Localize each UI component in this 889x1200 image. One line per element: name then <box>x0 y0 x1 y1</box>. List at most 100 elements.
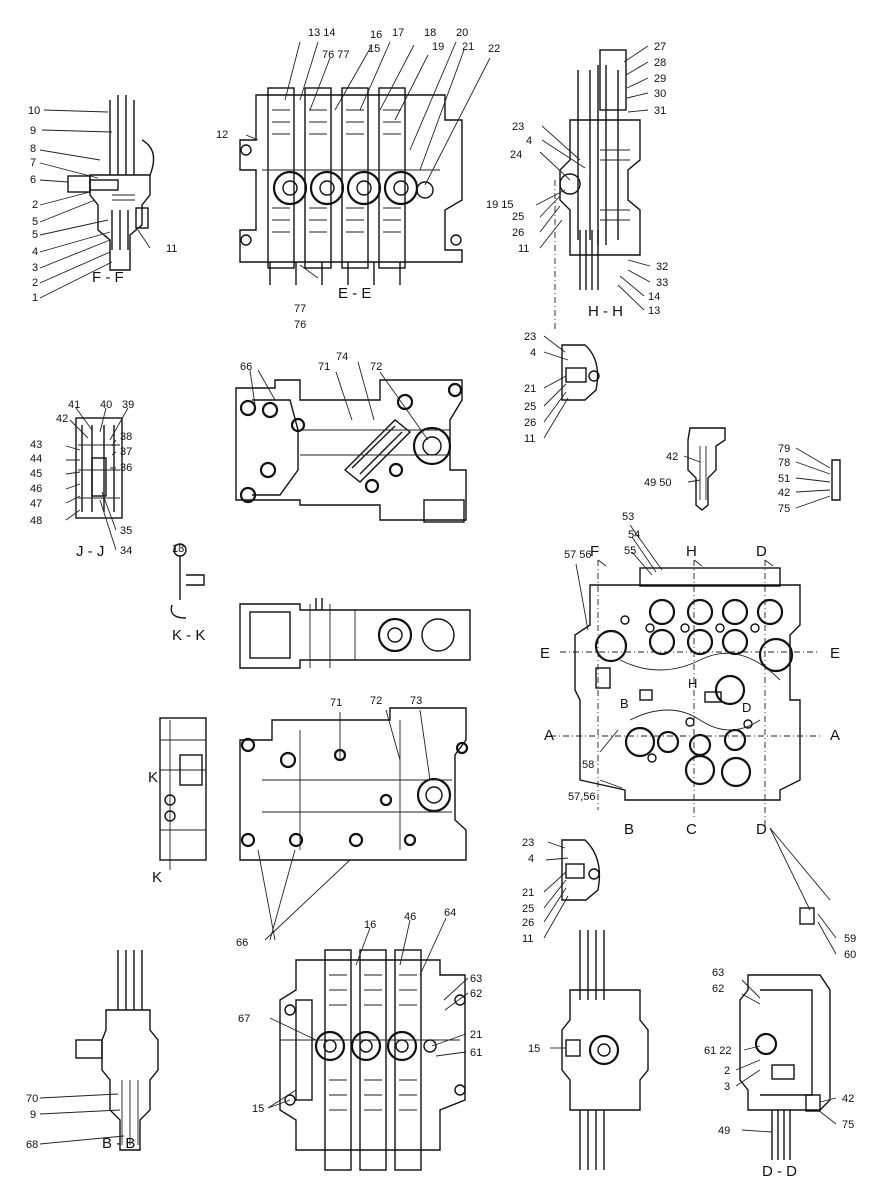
small-detail-view <box>683 427 726 511</box>
section-jj-view <box>75 417 123 519</box>
ee-callout: 76 77 <box>322 49 350 61</box>
view-mark-k-bottom: K <box>152 869 162 886</box>
mid-lower-callout: 25 <box>522 903 534 915</box>
ff-callout: 10 <box>28 105 40 117</box>
hh-callout: 11 <box>518 243 529 255</box>
section-kk-view <box>170 543 205 619</box>
jj-callout: 34 <box>120 545 132 557</box>
hh-callout: 14 <box>648 291 660 303</box>
ff-callout: 5 <box>32 229 38 241</box>
small-detail-callout: 42 <box>666 451 678 463</box>
hh-callout: 4 <box>526 135 532 147</box>
section-dd-title: D - D <box>762 1163 797 1180</box>
view-mark-b-inner: B <box>620 696 629 711</box>
hh-callout: 32 <box>656 261 668 273</box>
jj-leaders <box>65 407 129 551</box>
bb-callout: 70 <box>26 1093 38 1105</box>
view-mark-d-bottom: D <box>756 821 767 838</box>
hh-sub-callout: 23 <box>524 331 536 343</box>
bottom-right-mid-callout: 15 <box>528 1043 540 1055</box>
ff-callout: 4 <box>32 246 38 258</box>
main-view-callout: 58 <box>582 759 594 771</box>
ff-callout: 2 <box>32 277 38 289</box>
right-detail-callout: 51 <box>778 473 790 485</box>
section-hh-title: H - H <box>588 303 623 320</box>
ee-callout: 19 <box>432 41 444 53</box>
jj-callout: 39 <box>122 399 134 411</box>
ee-leaders <box>245 41 491 279</box>
dd-callout: 3 <box>724 1081 730 1093</box>
upper-plate-view <box>235 379 467 523</box>
main-view-callout: 57,56 <box>568 791 596 803</box>
mid-lower-callout: 26 <box>522 917 534 929</box>
dd-callout: 61 22 <box>704 1045 732 1057</box>
hh-callout: 33 <box>656 277 668 289</box>
view-mark-e-right: E <box>830 645 840 662</box>
jj-callout: 45 <box>30 468 42 480</box>
section-ff-view <box>67 95 155 271</box>
view-mark-h: H <box>686 543 697 560</box>
ee-callout: 18 <box>424 27 436 39</box>
upper-plate-leaders <box>249 361 429 441</box>
hh-callout: 23 <box>512 121 524 133</box>
ff-callout: 7 <box>30 157 36 169</box>
hh-sub-callout: 26 <box>524 417 536 429</box>
jj-callout: 41 <box>68 399 80 411</box>
hh-callout: 25 <box>512 211 524 223</box>
jj-callout: 37 <box>120 446 132 458</box>
hh-sub-callout: 21 <box>524 383 536 395</box>
bottom-center-assembly <box>279 949 466 1171</box>
dd-callout: 49 <box>718 1125 730 1137</box>
hh-callout: 27 <box>654 41 666 53</box>
upper-plate-callout: 74 <box>336 351 348 363</box>
ff-leaders <box>39 109 151 299</box>
kk-callout: 18 <box>172 543 184 555</box>
section-dd-view <box>735 827 837 1160</box>
mid-lower-callout: 21 <box>522 887 534 899</box>
ff-callout: 11 <box>166 243 177 255</box>
bottom-center-callout: 16 <box>364 919 376 931</box>
ee-callout: 76 <box>294 319 306 331</box>
dd-callout: 2 <box>724 1065 730 1077</box>
view-mark-a-right: A <box>830 727 840 744</box>
hh-callout: 30 <box>654 88 666 100</box>
ff-callout: 6 <box>30 174 36 186</box>
mid-lower-callout: 11 <box>522 933 533 945</box>
bottom-center-leaders <box>267 917 469 1109</box>
view-mark-c: C <box>686 821 697 838</box>
right-detail-callout: 42 <box>778 487 790 499</box>
bottom-center-callout: 67 <box>238 1013 250 1025</box>
upper-plate-callout: 66 <box>240 361 252 373</box>
upper-plate-callout: 71 <box>318 361 330 373</box>
mid-lower-detail <box>543 839 601 939</box>
section-ff-title: F - F <box>92 269 124 286</box>
ee-callout: 12 <box>216 129 228 141</box>
right-detail-callout: 78 <box>778 457 790 469</box>
dd-callout: 75 <box>842 1119 854 1131</box>
middle-side-view <box>239 598 471 669</box>
hh-callout: 13 <box>648 305 660 317</box>
lower-plate-view <box>239 707 469 861</box>
bottom-center-callout: 61 <box>470 1047 482 1059</box>
jj-callout: 48 <box>30 515 42 527</box>
lower-plate-leaders <box>257 709 431 941</box>
lower-plate-callout: 66 <box>236 937 248 949</box>
lower-plate-callout: 71 <box>330 697 342 709</box>
jj-callout: 43 <box>30 439 42 451</box>
ff-callout: 9 <box>30 125 36 137</box>
dd-callout: 63 <box>712 967 724 979</box>
ff-callout: 8 <box>30 143 36 155</box>
dd-callout: 60 <box>844 949 856 961</box>
main-assembly-view <box>550 559 820 830</box>
ee-callout: 17 <box>392 27 404 39</box>
main-view-callout: 57 56 <box>564 549 592 561</box>
hh-sub-callout: 25 <box>524 401 536 413</box>
dd-callout: 42 <box>842 1093 854 1105</box>
main-view-callout: 55 <box>624 545 636 557</box>
section-ee-view <box>239 87 463 285</box>
k-side-view <box>159 717 207 870</box>
bottom-right-mid-assembly <box>550 930 649 1170</box>
small-detail-callout: 49 50 <box>644 477 672 489</box>
hh-sub-callout: 11 <box>524 433 535 445</box>
dd-callout: 59 <box>844 933 856 945</box>
